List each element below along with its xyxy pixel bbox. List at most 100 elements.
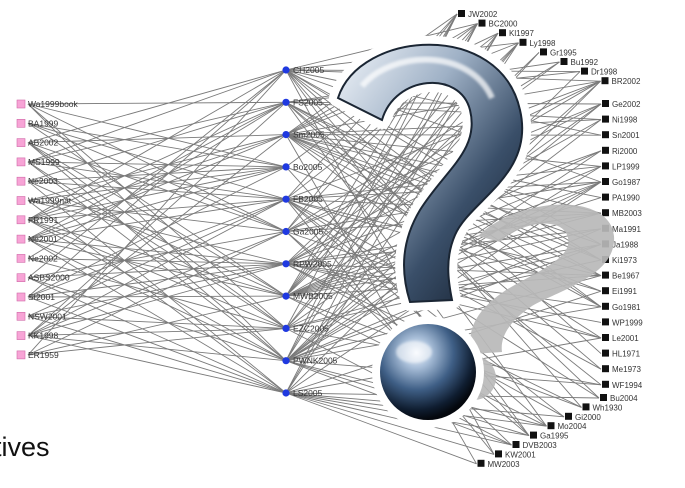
node-marker <box>16 119 26 128</box>
edge <box>27 142 287 232</box>
node-marker <box>499 29 506 37</box>
node-marker <box>282 163 290 171</box>
paper-node-right: Gi2000 <box>565 412 601 422</box>
paper-node-right: Ga1995 <box>530 431 569 441</box>
edge <box>27 122 287 168</box>
paper-node-right: LP1999 <box>602 162 640 171</box>
node-marker <box>512 441 520 448</box>
node-marker <box>16 292 26 302</box>
edge <box>27 263 287 279</box>
node-label: Ne2001 <box>28 234 58 244</box>
node-marker <box>581 67 588 75</box>
node-marker <box>519 38 527 46</box>
node-label: Me1973 <box>612 365 641 374</box>
edge <box>27 161 287 362</box>
paper-node-right: Mo2004 <box>547 422 587 431</box>
node-marker <box>602 115 609 123</box>
caption-text: tives <box>0 432 50 462</box>
paper-node-right: BC2000 <box>478 19 518 29</box>
node-label: MW2003 <box>488 460 521 469</box>
edge <box>27 122 287 200</box>
edge <box>285 392 495 455</box>
node-marker <box>16 350 26 360</box>
edge <box>27 335 287 394</box>
node-marker <box>602 271 609 279</box>
node-label: Wa1999nat <box>28 196 72 206</box>
node-label: Sn2001 <box>612 131 640 140</box>
node-label: FS2005 <box>293 97 323 107</box>
edge <box>27 103 287 168</box>
node-marker <box>601 77 609 85</box>
node-marker <box>560 58 568 65</box>
node-label: Ja1988 <box>612 240 639 249</box>
paper-node-middle: LS2005 <box>282 388 323 398</box>
node-label: NSW2001 <box>28 311 67 321</box>
node-label: LP1999 <box>612 162 640 171</box>
node-label: Ne2003 <box>28 176 58 186</box>
paper-node-middle: PWNK2005 <box>282 356 338 366</box>
chrome-question-dot-icon <box>380 324 476 420</box>
edge <box>27 238 287 362</box>
node-marker <box>282 324 290 332</box>
paper-node-left: AB2002 <box>16 138 59 148</box>
paper-node-left: BA1999 <box>16 118 59 128</box>
node-label: AB2002 <box>28 138 59 148</box>
node-marker <box>16 138 26 147</box>
node-label: Ly1998 <box>530 39 557 48</box>
node-marker <box>477 459 485 467</box>
paper-node-right: Wh1930 <box>582 403 623 412</box>
paper-node-left: Wa1999nat <box>16 196 72 206</box>
node-marker <box>602 302 609 310</box>
node-marker <box>16 157 26 167</box>
edge <box>27 327 287 356</box>
node-label: Ni1998 <box>612 116 638 125</box>
node-label: EZC2005 <box>293 323 329 333</box>
node-marker <box>282 195 290 203</box>
paper-node-right: PA1990 <box>602 193 640 203</box>
node-marker <box>602 209 609 217</box>
node-label: Ma1991 <box>612 225 641 234</box>
node-marker <box>282 131 290 139</box>
node-marker <box>16 196 26 205</box>
node-label: Bo2005 <box>293 162 323 172</box>
paper-node-right: KW2001 <box>495 450 536 459</box>
paper-node-right: WP1999 <box>602 318 643 327</box>
node-marker <box>600 394 607 401</box>
node-marker <box>282 292 290 300</box>
paper-node-left: Ne2001 <box>16 234 58 244</box>
node-label: Ri2000 <box>612 147 638 156</box>
edge <box>27 238 287 297</box>
edge <box>27 103 287 232</box>
paper-node-middle: RPW2005 <box>282 259 332 269</box>
paper-node-middle: CH2005 <box>282 65 324 75</box>
node-marker <box>602 178 609 185</box>
node-marker <box>16 273 26 283</box>
node-marker <box>602 365 609 373</box>
paper-node-right: Dr1998 <box>581 67 618 77</box>
paper-node-left: ASBS2000 <box>16 273 70 283</box>
node-marker <box>602 334 609 341</box>
node-marker <box>602 131 609 139</box>
paper-node-middle: MWB2005 <box>282 291 333 301</box>
paper-node-right: MW2003 <box>477 459 521 469</box>
node-label: Gr1995 <box>550 48 577 57</box>
edge <box>27 180 287 200</box>
node-marker <box>16 254 26 263</box>
edge <box>27 219 287 329</box>
node-label: Kl1997 <box>509 29 534 38</box>
node-label: WF1994 <box>612 381 643 390</box>
paper-node-left: Ne2003 <box>16 176 58 186</box>
edge <box>27 161 287 168</box>
paper-node-left: MS1999 <box>16 157 60 167</box>
paper-node-middle: FS2005 <box>282 97 323 107</box>
node-label: Ga1995 <box>540 432 569 441</box>
edge <box>285 392 477 465</box>
node-label: St2001 <box>28 292 55 302</box>
node-label: Dr1998 <box>591 68 618 77</box>
paper-node-right: Ri2000 <box>602 146 638 156</box>
node-marker <box>602 146 609 154</box>
edge <box>27 335 287 362</box>
paper-node-right: DVB2003 <box>512 441 557 450</box>
